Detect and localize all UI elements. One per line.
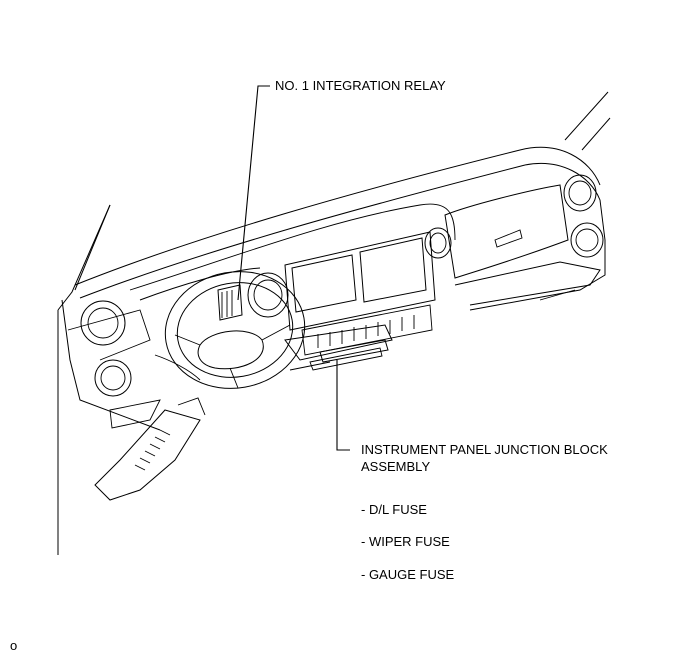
- junction-block-label-line1: INSTRUMENT PANEL JUNCTION BLOCK: [361, 442, 608, 457]
- fuse-label-wiper: - WIPER FUSE: [361, 534, 450, 549]
- leader-lines: [237, 85, 350, 451]
- left-dash-panel: [61, 299, 161, 431]
- steering-column: [94, 397, 206, 501]
- fuse-label-gauge: - GAUGE FUSE: [361, 567, 455, 582]
- fuse-label-dl: - D/L FUSE: [361, 502, 427, 517]
- center-stack: [284, 227, 452, 371]
- windshield-pillars: [57, 91, 611, 311]
- dashboard-top: [74, 146, 606, 311]
- right-dash-panel: [444, 174, 604, 306]
- junction-block: [319, 339, 389, 363]
- integration-relay: [217, 284, 243, 321]
- corner-mark: o: [10, 638, 18, 653]
- relay-label: NO. 1 INTEGRATION RELAY: [275, 78, 446, 93]
- junction-block-label-line2: ASSEMBLY: [361, 459, 431, 474]
- steering-wheel: [154, 271, 306, 389]
